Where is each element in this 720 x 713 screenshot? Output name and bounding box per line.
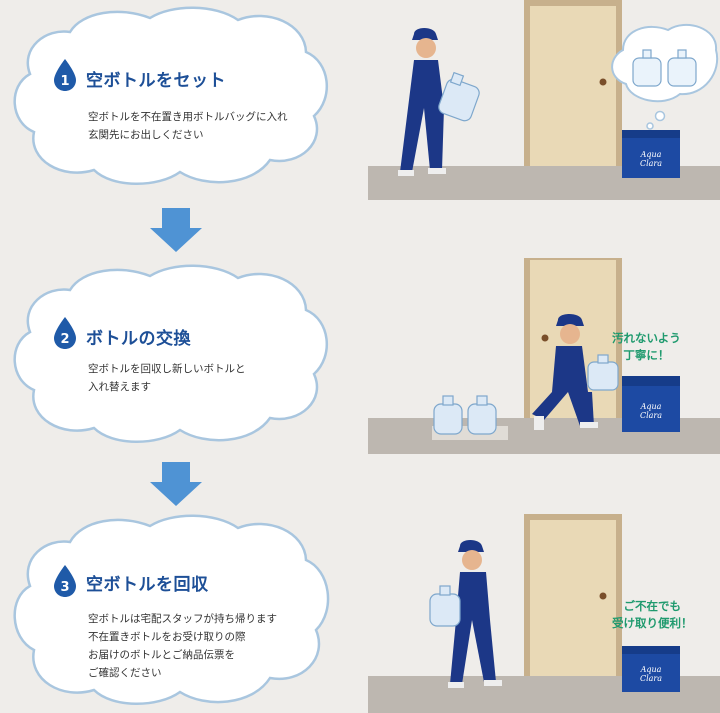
step-1-illustration: Aqua Clara [368, 0, 720, 200]
bottle-bag-box: Aqua Clara [622, 130, 680, 178]
step-2: 2 ボトルの交換 空ボトルを回収し新しいボトルと 入れ替えます Aqua Cla… [0, 258, 720, 458]
step-3-note: ご不在でも 受け取り便利！ [612, 598, 693, 632]
bottle-bag-box: Aqua Clara [622, 646, 680, 692]
door [530, 6, 616, 166]
step-2-drop-icon: 2 [52, 316, 78, 350]
step-1-number: 1 [60, 74, 69, 89]
door-knob [600, 593, 607, 600]
note-line: ご不在でも [612, 598, 693, 615]
step-1: 1 空ボトルをセット 空ボトルを不在置き用ボトルバッグに入れ 玄関先にお出しくだ… [0, 0, 720, 200]
door-knob [600, 79, 607, 86]
desc-line: 不在置きボトルをお受け取りの際 [88, 628, 277, 646]
step-3-drop-icon: 3 [52, 564, 78, 598]
step-3-number: 3 [60, 580, 69, 595]
desc-line: 空ボトルは宅配スタッフが持ち帰ります [88, 610, 277, 628]
step-3-description: 空ボトルは宅配スタッフが持ち帰ります 不在置きボトルをお受け取りの際 お届けのボ… [88, 610, 277, 682]
desc-line: 空ボトルを回収し新しいボトルと [88, 360, 246, 378]
svg-text:Clara: Clara [640, 411, 662, 420]
step-2-title: ボトルの交換 [86, 324, 191, 349]
step-3-title: 空ボトルを回収 [86, 570, 209, 595]
svg-text:Aqua: Aqua [640, 665, 662, 674]
desc-line: 空ボトルを不在置き用ボトルバッグに入れ [88, 108, 288, 126]
note-line: 丁寧に！ [612, 347, 681, 364]
desc-line: お届けのボトルとご納品伝票を [88, 646, 277, 664]
svg-text:Aqua: Aqua [640, 150, 662, 159]
step-1-description: 空ボトルを不在置き用ボトルバッグに入れ 玄関先にお出しください [88, 108, 288, 144]
delivery-staff [430, 540, 502, 688]
step-2-number: 2 [60, 332, 69, 347]
bottle-bag-box: Aqua Clara [622, 376, 680, 432]
note-line: 汚れないよう [612, 330, 681, 347]
thought-bubble [612, 25, 717, 129]
delivery-staff [398, 28, 481, 176]
note-line: 受け取り便利！ [612, 615, 693, 632]
step-2-description: 空ボトルを回収し新しいボトルと 入れ替えます [88, 360, 246, 396]
desc-line: ご確認ください [88, 664, 277, 682]
step-1-cloud [0, 0, 340, 195]
down-arrow-icon [150, 208, 202, 252]
door-knob [542, 335, 549, 342]
svg-text:Aqua: Aqua [640, 402, 662, 411]
step-2-note: 汚れないよう 丁寧に！ [612, 330, 681, 364]
svg-text:Clara: Clara [640, 674, 662, 683]
step-2-cloud [0, 258, 340, 453]
step-1-drop-icon: 1 [52, 58, 78, 92]
down-arrow-icon [150, 462, 202, 506]
desc-line: 入れ替えます [88, 378, 246, 396]
svg-text:Clara: Clara [640, 159, 662, 168]
step-3: 3 空ボトルを回収 空ボトルは宅配スタッフが持ち帰ります 不在置きボトルをお受け… [0, 508, 720, 713]
desc-line: 玄関先にお出しください [88, 126, 288, 144]
step-1-title: 空ボトルをセット [86, 66, 226, 91]
